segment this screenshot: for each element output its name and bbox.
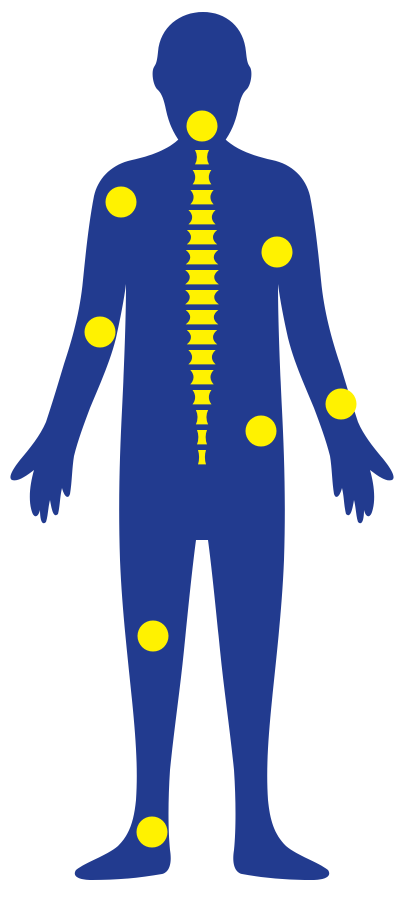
vertebra-icon: [190, 370, 213, 384]
vertebra-icon: [190, 190, 213, 204]
vertebra-icon: [197, 430, 207, 444]
torso-and-limbs: [10, 138, 393, 880]
vertebra-icon: [187, 230, 217, 244]
pain-point-dot-icon: [106, 187, 137, 218]
vertebra-icon: [185, 270, 219, 284]
pain-point-dot-icon: [137, 817, 168, 848]
vertebra-icon: [185, 290, 219, 304]
pain-point-dot-icon: [85, 317, 116, 348]
vertebra-icon: [195, 150, 209, 164]
vertebra-icon: [188, 350, 215, 364]
vertebra-icon: [193, 170, 212, 184]
pain-point-dot-icon: [262, 237, 293, 268]
vertebra-icon: [196, 410, 208, 424]
pain-point-dot-icon: [187, 111, 218, 142]
silhouette: [10, 12, 393, 880]
pain-point-dot-icon: [246, 416, 277, 447]
vertebra-icon: [186, 310, 219, 324]
vertebra-icon: [186, 250, 218, 264]
vertebra-icon: [198, 450, 206, 464]
vertebra-icon: [187, 330, 217, 344]
vertebra-icon: [188, 210, 215, 224]
pain-point-dot-icon: [326, 389, 357, 420]
pain-point-dot-icon: [138, 621, 169, 652]
vertebra-icon: [193, 390, 212, 404]
